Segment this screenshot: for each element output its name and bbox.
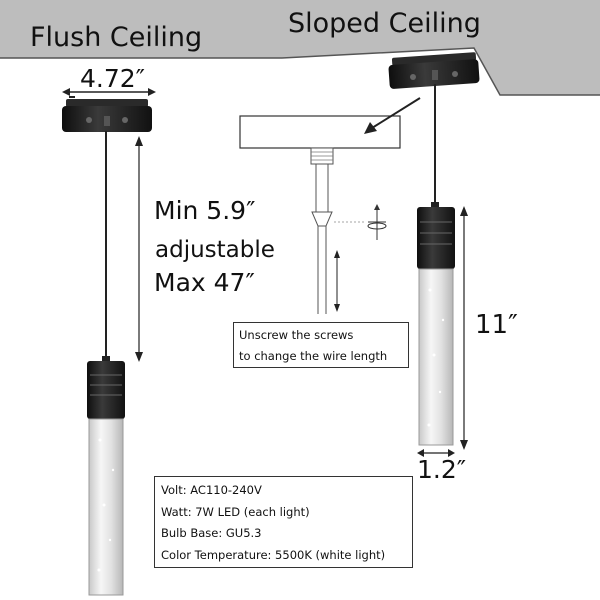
note-line: to change the wire length [239, 349, 388, 363]
detail-canopy-section [239, 115, 401, 218]
detail-wire-arrow [334, 250, 340, 312]
spec-bulb-base: Bulb Base: GU5.3 [161, 526, 262, 540]
fixture-length-label: 11″ [475, 310, 518, 340]
adjustable-label: adjustable [155, 237, 275, 263]
flush-canopy [62, 96, 152, 132]
wire-length-note: Unscrew the screws to change the wire le… [233, 322, 409, 368]
spec-watt: Watt: 7W LED (each light) [161, 504, 310, 519]
sloped-ceiling-title: Sloped Ceiling [288, 8, 481, 39]
detail-screw [334, 204, 387, 240]
max-length-label: Max 47″ [154, 268, 255, 297]
spec-color-temperature: Color Temperature: 5500K (white light) [161, 547, 386, 562]
sloped-canopy [388, 52, 480, 89]
fixture-length-arrow [460, 206, 468, 450]
detail-callout-arrow [364, 97, 421, 134]
canopy-width-label: 4.72″ [80, 64, 146, 93]
ceiling-sloped [281, 0, 600, 96]
canopy-width-arrow [62, 88, 156, 96]
spec-box: Volt: AC110-240V Watt: 7W LED (each ligh… [154, 476, 413, 568]
sloped-fixture [417, 202, 455, 446]
fixture-diameter-label: 1.2″ [417, 455, 467, 484]
min-length-label: Min 5.9″ [154, 196, 256, 225]
flush-ceiling-title: Flush Ceiling [30, 22, 203, 53]
spec-volt: Volt: AC110-240V [161, 483, 262, 497]
note-line: Unscrew the screws [239, 328, 354, 342]
cord-length-arrow [135, 136, 143, 362]
fixture-diameter-arrow [417, 449, 455, 457]
detail-strain-relief [311, 211, 333, 314]
ceiling-flush [0, 0, 282, 59]
flush-fixture [87, 356, 125, 596]
